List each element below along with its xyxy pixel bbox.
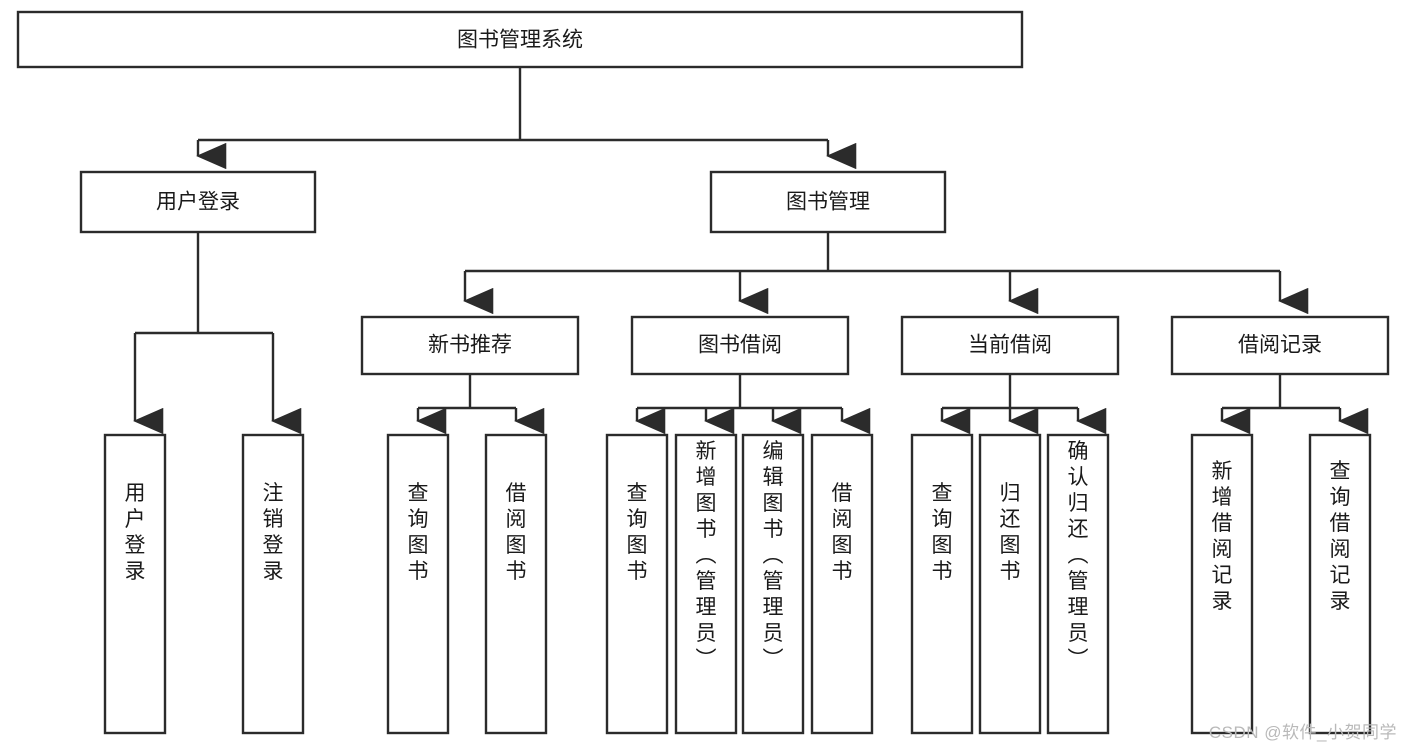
leaf-borrow-book-recommend-box[interactable] — [484, 433, 548, 735]
leaf-add-borrow-record-label: 新增借阅记录 — [1212, 460, 1233, 613]
user-login-box[interactable] — [79, 170, 317, 234]
book-management-box[interactable] — [709, 170, 947, 234]
node-leaf-add-book[interactable]: 新增图书︵管理员︶ — [674, 433, 738, 735]
new-book-recommend-box[interactable] — [360, 315, 580, 376]
book-management-label: 图书管理 — [786, 191, 870, 214]
leaf-query-book-recommend-label: 查询图书 — [408, 482, 429, 583]
node-leaf-query-book-borrow[interactable]: 查询图书 — [605, 433, 669, 735]
leaf-logout-label: 注销登录 — [263, 482, 284, 583]
leaf-add-borrow-record-box[interactable] — [1190, 433, 1254, 735]
leaf-confirm-return-box[interactable] — [1046, 433, 1110, 735]
leaf-return-book-label: 归还图书 — [1000, 482, 1021, 583]
node-leaf-logout[interactable]: 注销登录 — [241, 433, 305, 735]
node-leaf-borrow-book-recommend[interactable]: 借阅图书 — [484, 433, 548, 735]
leaf-return-book-box[interactable] — [978, 433, 1042, 735]
node-leaf-query-book-recommend[interactable]: 查询图书 — [386, 433, 450, 735]
borrow-records-box[interactable] — [1170, 315, 1390, 376]
node-book-borrow[interactable]: 图书借阅 — [630, 315, 850, 376]
leaf-query-book-current-label: 查询图书 — [932, 482, 953, 583]
node-leaf-query-borrow-record[interactable]: 查询借阅记录 — [1308, 433, 1372, 735]
leaf-edit-book-label: 编辑图书︵管理员︶ — [763, 440, 784, 671]
leaf-user-login-box[interactable] — [103, 433, 167, 735]
leaf-query-book-borrow-label: 查询图书 — [627, 482, 648, 583]
current-borrow-label: 当前借阅 — [968, 334, 1052, 357]
node-leaf-query-book-current[interactable]: 查询图书 — [910, 433, 974, 735]
leaf-query-book-recommend-box[interactable] — [386, 433, 450, 735]
leaf-edit-book-box[interactable] — [741, 433, 805, 735]
node-user-login[interactable]: 用户登录 — [79, 170, 317, 234]
book-borrow-label: 图书借阅 — [698, 334, 782, 357]
node-current-borrow[interactable]: 当前借阅 — [900, 315, 1120, 376]
node-borrow-records[interactable]: 借阅记录 — [1170, 315, 1390, 376]
leaf-query-borrow-record-label: 查询借阅记录 — [1330, 460, 1351, 613]
node-leaf-user-login[interactable]: 用户登录 — [103, 433, 167, 735]
borrow-records-label: 借阅记录 — [1238, 334, 1322, 357]
user-login-label: 用户登录 — [156, 191, 240, 214]
csdn-watermark: CSDN @软件_小贺同学 — [1208, 723, 1397, 742]
book-borrow-box[interactable] — [630, 315, 850, 376]
leaf-add-book-label: 新增图书︵管理员︶ — [696, 440, 717, 671]
connector-group — [133, 67, 1369, 435]
root-box[interactable] — [16, 10, 1024, 69]
node-new-book-recommend[interactable]: 新书推荐 — [360, 315, 580, 376]
node-leaf-return-book[interactable]: 归还图书 — [978, 433, 1042, 735]
leaf-borrow-book-recommend-label: 借阅图书 — [506, 482, 527, 583]
node-book-management[interactable]: 图书管理 — [709, 170, 947, 234]
leaf-add-book-box[interactable] — [674, 433, 738, 735]
leaf-query-book-borrow-box[interactable] — [605, 433, 669, 735]
node-leaf-borrow-book[interactable]: 借阅图书 — [810, 433, 874, 735]
leaf-query-borrow-record-box[interactable] — [1308, 433, 1372, 735]
leaf-confirm-return-label: 确认归还︵管理员︶ — [1068, 440, 1089, 671]
leaf-query-book-current-box[interactable] — [910, 433, 974, 735]
node-root[interactable]: 图书管理系统 — [16, 10, 1024, 69]
node-leaf-edit-book[interactable]: 编辑图书︵管理员︶ — [741, 433, 805, 735]
root-label: 图书管理系统 — [457, 29, 583, 52]
node-leaf-add-borrow-record[interactable]: 新增借阅记录 — [1190, 433, 1254, 735]
current-borrow-box[interactable] — [900, 315, 1120, 376]
leaf-user-login-label: 用户登录 — [125, 482, 146, 583]
leaf-logout-box[interactable] — [241, 433, 305, 735]
leaf-borrow-book-box[interactable] — [810, 433, 874, 735]
node-leaf-confirm-return[interactable]: 确认归还︵管理员︶ — [1046, 433, 1110, 735]
leaf-borrow-book-label: 借阅图书 — [832, 482, 853, 583]
new-book-recommend-label: 新书推荐 — [428, 334, 512, 357]
